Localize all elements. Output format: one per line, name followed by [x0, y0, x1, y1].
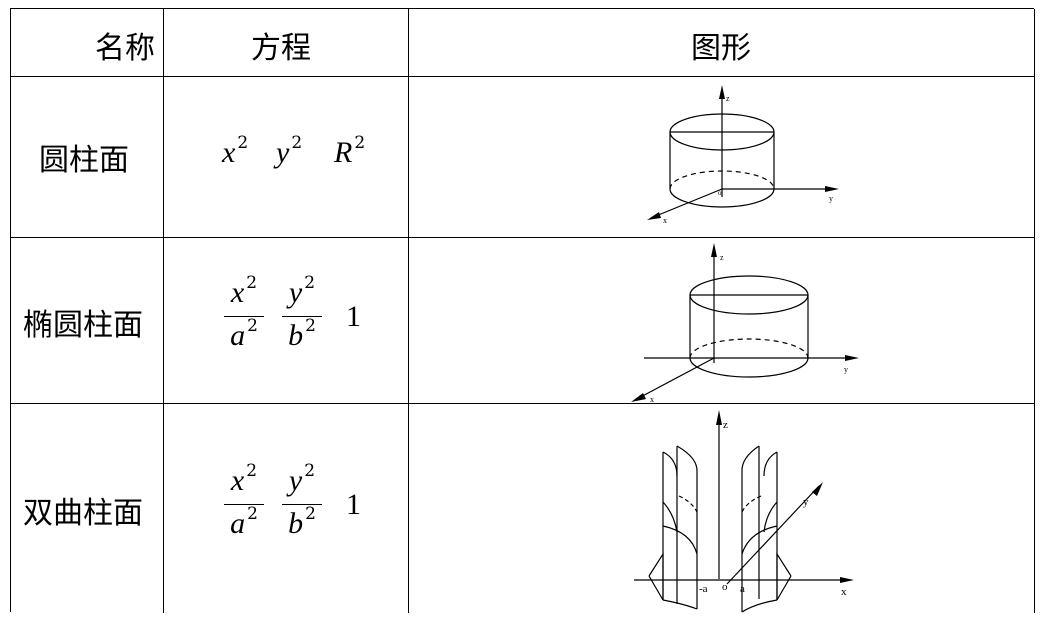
y-label: y [803, 496, 809, 508]
frac-den: b [288, 319, 304, 352]
x-axis [650, 188, 723, 219]
frac-exp: 2 [304, 461, 316, 481]
header-equation: 方程 [251, 31, 311, 66]
x-label: x [650, 395, 654, 403]
y-arrow [812, 482, 823, 496]
fraction-bar [224, 316, 264, 317]
table-header-row: 名称 方程 图形 [11, 9, 1035, 77]
frac-exp: 2 [247, 504, 258, 524]
neg-a-label: -a [699, 583, 708, 595]
y-arrow [845, 355, 859, 361]
figure-cell: z y x [409, 238, 1035, 404]
bottom-back [669, 170, 775, 190]
y-label: y [829, 194, 833, 203]
eq-term-R: R [334, 136, 353, 169]
figure-cell: z y x o -a a [409, 404, 1035, 613]
z-label: z [723, 419, 728, 431]
frac-exp: 2 [305, 504, 316, 524]
fraction-bar [282, 504, 322, 505]
z-label: z [726, 94, 730, 103]
frac-den: a [230, 319, 246, 352]
right-sheet [741, 445, 792, 613]
y-label: y [844, 365, 848, 374]
frac-den: b [288, 507, 304, 540]
z-arrow [716, 410, 722, 425]
surface-name: 双曲柱面 [23, 496, 143, 531]
frac-exp: 2 [305, 316, 316, 336]
x-label: x [841, 586, 847, 598]
name-cell: 椭圆柱面 [11, 238, 164, 403]
frac-exp: 2 [247, 316, 258, 336]
bottom-front [689, 357, 809, 378]
elliptic-cylinder-figure: z y x [631, 243, 859, 404]
z-arrow [711, 243, 717, 257]
origin-label: o [718, 189, 722, 197]
eq-exp: 2 [354, 133, 366, 153]
header-name-cell: 名称 [11, 9, 164, 76]
frac-num: x [230, 464, 245, 497]
x-arrow [647, 212, 661, 220]
frac-num: y [288, 464, 303, 497]
eq-exp: 2 [291, 133, 303, 153]
y-arrow [825, 186, 839, 192]
a-label: a [740, 583, 745, 595]
header-equation-cell: 方程 [164, 9, 409, 76]
z-arrow [719, 85, 725, 99]
frac-exp: 2 [304, 273, 316, 293]
bottom-back [689, 338, 809, 359]
surface-name: 圆柱面 [39, 143, 129, 178]
x-axis [634, 357, 715, 401]
equation-rhs: 1 [346, 300, 361, 333]
equation-rhs: 1 [346, 488, 361, 521]
origin-label: o [722, 581, 728, 593]
header-figure: 图形 [691, 31, 751, 66]
name-cell: 双曲柱面 [11, 404, 164, 613]
hyperbolic-cylinder-figure: z y x o -a a [634, 410, 854, 613]
header-name: 名称 [95, 31, 155, 66]
name-cell: 圆柱面 [11, 77, 164, 237]
left-sheet [648, 445, 698, 610]
fraction-bar [224, 504, 264, 505]
fraction-bar [282, 316, 322, 317]
eq-exp: 2 [237, 133, 249, 153]
frac-den: a [230, 507, 246, 540]
surface-name: 椭圆柱面 [23, 308, 143, 343]
frac-exp: 2 [246, 273, 258, 293]
frac-num: x [230, 276, 245, 309]
x-arrow [840, 577, 854, 583]
eq-term-x: x [222, 136, 236, 169]
header-figure-cell: 图形 [409, 9, 1035, 76]
frac-num: y [288, 276, 303, 309]
circular-cylinder-figure: z y x o [647, 85, 839, 225]
eq-term-y: y [276, 136, 290, 169]
frac-exp: 2 [246, 461, 258, 481]
z-label: z [720, 253, 724, 262]
x-label: x [663, 216, 667, 225]
bottom-front [669, 188, 775, 208]
x-arrow [631, 393, 646, 402]
figure-cell: z y x o [409, 77, 1035, 237]
